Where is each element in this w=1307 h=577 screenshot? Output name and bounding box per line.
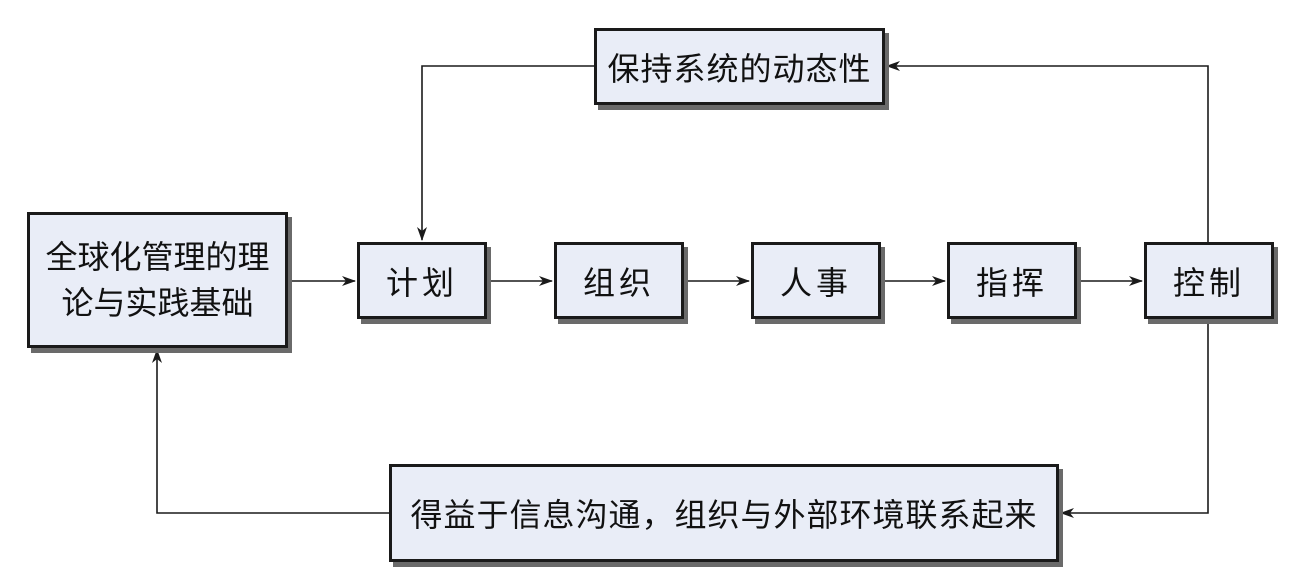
basis-line-2: 论与实践基础 bbox=[61, 284, 254, 322]
basis-line-1: 全球化管理的理 bbox=[45, 238, 270, 276]
dynamic-feedback-label: 保持系统的动态性 bbox=[607, 49, 872, 88]
box-basis: 全球化管理的理 论与实践基础 bbox=[27, 212, 288, 348]
box-command: 指挥 bbox=[947, 242, 1077, 319]
staffing-label: 人事 bbox=[779, 263, 852, 302]
arrow-control-to-dynamic bbox=[886, 61, 1209, 242]
control-label: 控制 bbox=[1172, 263, 1245, 302]
box-dynamic-feedback: 保持系统的动态性 bbox=[594, 28, 885, 105]
box-staffing: 人事 bbox=[751, 242, 881, 319]
box-organize: 组织 bbox=[554, 242, 684, 319]
command-label: 指挥 bbox=[975, 263, 1048, 302]
box-plan: 计划 bbox=[357, 242, 487, 319]
arrow-control-to-info bbox=[1060, 319, 1209, 518]
arrow-info-to-basis bbox=[152, 349, 389, 514]
info-feedback-label: 得益于信息沟通，组织与外部环境联系起来 bbox=[410, 496, 1038, 534]
plan-label: 计划 bbox=[385, 263, 458, 302]
organize-label: 组织 bbox=[582, 263, 655, 302]
arrow-dynamic-to-plan bbox=[417, 65, 594, 241]
box-control: 控制 bbox=[1144, 242, 1274, 319]
box-info-feedback: 得益于信息沟通，组织与外部环境联系起来 bbox=[389, 464, 1059, 562]
